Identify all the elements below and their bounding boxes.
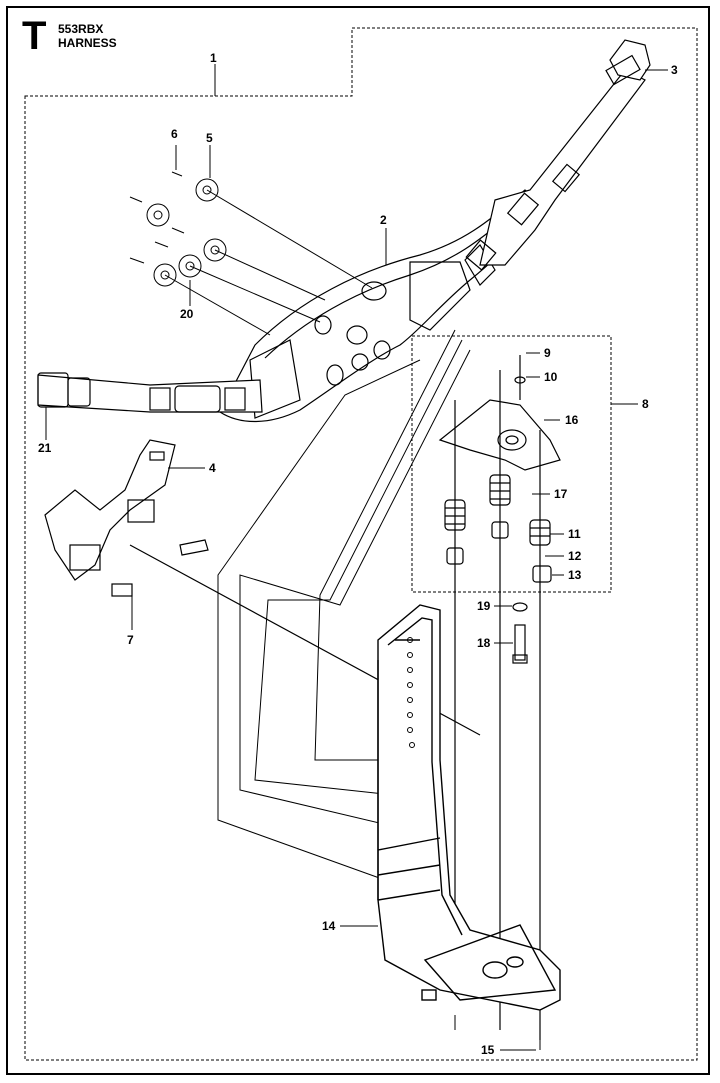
callout-6: 6 — [171, 127, 178, 141]
leader-lines — [45, 64, 668, 1051]
callout-12: 12 — [568, 549, 582, 563]
outline-path-1 — [314, 329, 456, 761]
outline-path-3 — [239, 349, 471, 836]
callout-20: 20 — [180, 307, 194, 321]
bottom-screws — [454, 1015, 541, 1050]
assembly-name: HARNESS — [58, 36, 117, 50]
callout-19: 19 — [477, 599, 491, 613]
callout-16: 16 — [565, 413, 579, 427]
callout-7: 7 — [127, 633, 134, 647]
spring-mount — [438, 355, 561, 1040]
callout-2: 2 — [380, 213, 387, 227]
callout-15: 15 — [481, 1043, 495, 1057]
waist-belt — [37, 372, 263, 413]
callout-21: 21 — [38, 441, 52, 455]
callout-17: 17 — [554, 487, 568, 501]
callout-4: 4 — [209, 461, 216, 475]
back-frame — [377, 604, 561, 1011]
callout-9: 9 — [544, 346, 551, 360]
page-title: 553RBX HARNESS — [58, 22, 117, 50]
callout-10: 10 — [544, 370, 558, 384]
callout-1: 1 — [210, 51, 217, 65]
callout-11: 11 — [568, 527, 581, 541]
callout-3: 3 — [671, 63, 678, 77]
page-frame — [6, 6, 710, 1075]
callout-13: 13 — [568, 568, 582, 582]
callout-8: 8 — [642, 397, 649, 411]
assembly-boundary — [24, 27, 698, 1061]
callout-5: 5 — [206, 131, 213, 145]
frame-holes — [407, 637, 415, 748]
washers-and-bolts — [129, 171, 373, 336]
outline-path-2 — [254, 339, 463, 801]
callout-14: 14 — [322, 919, 336, 933]
outline-path-4 — [217, 359, 421, 881]
model-name: 553RBX — [58, 22, 104, 36]
section-letter: T — [22, 14, 47, 58]
shoulder-strap — [465, 39, 651, 271]
callout-18: 18 — [477, 636, 491, 650]
